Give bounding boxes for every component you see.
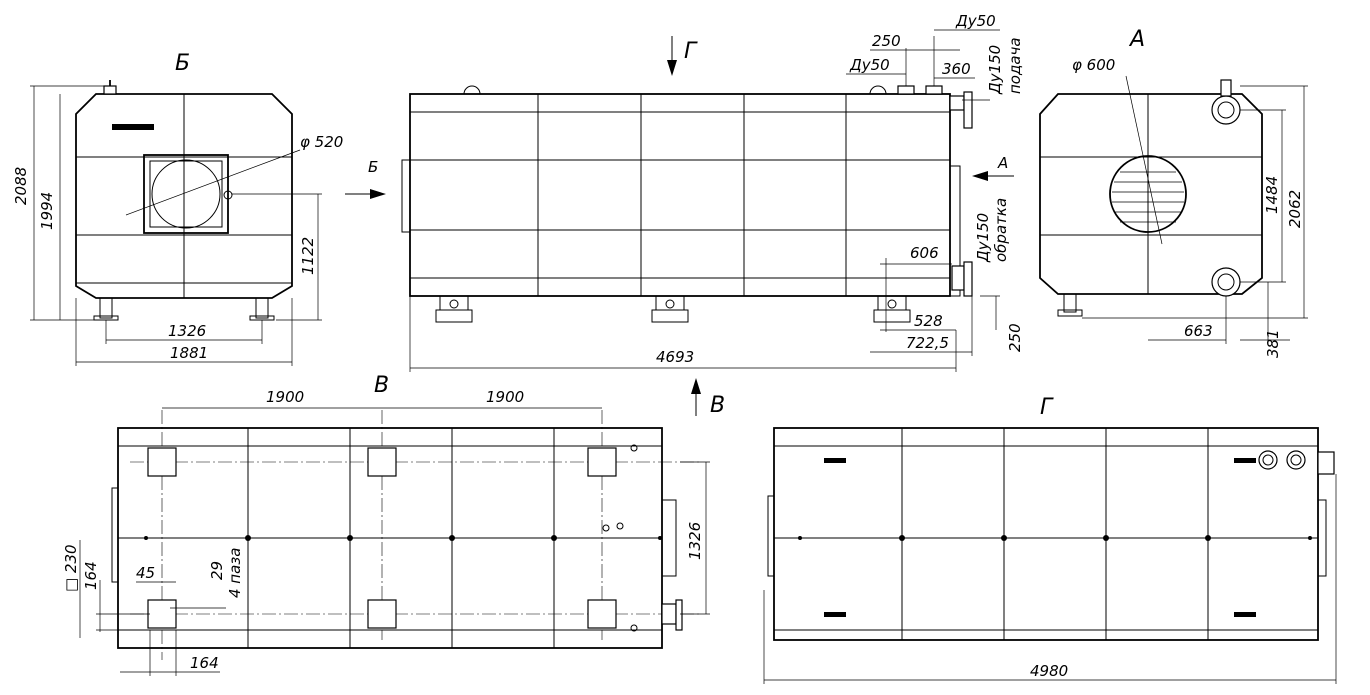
furnace-door — [1109, 155, 1187, 233]
dim-h381: 381 — [1264, 329, 1282, 358]
dim-h250: 250 — [1006, 323, 1024, 352]
label-grooves: 4 паза — [226, 548, 244, 598]
dim-w4693: 4693 — [656, 348, 694, 366]
burner-flange — [143, 154, 229, 234]
boiler-body — [409, 93, 951, 297]
view-a: А φ 600 1484 2062 — [1039, 27, 1308, 358]
dim-du50-top: Ду50 — [955, 12, 996, 30]
dim-w1881: 1881 — [170, 344, 208, 362]
dim-d7225: 722,5 — [906, 334, 949, 352]
dim-164v: 164 — [82, 561, 100, 590]
view-v: В — [62, 373, 710, 676]
label-supply: подача — [1006, 37, 1024, 94]
view-b-label: Б — [175, 51, 190, 76]
dim-d29: 29 — [208, 561, 226, 580]
brand-plate — [112, 124, 154, 130]
brand-text: ROSSEN — [123, 125, 144, 131]
label-du150-supply: Ду150 — [986, 45, 1004, 95]
dim-d360: 360 — [942, 60, 971, 78]
label-return: обратка — [992, 198, 1010, 262]
dim-164h: 164 — [190, 654, 219, 672]
marker-b: Б — [368, 158, 378, 176]
dim-h2088: 2088 — [12, 167, 30, 205]
dim-w1326: 1326 — [168, 322, 206, 340]
dim-d606: 606 — [910, 244, 939, 262]
dim-d520: φ 520 — [300, 133, 343, 151]
dim-d663: 663 — [1184, 322, 1213, 340]
view-b: Б ROSSEN φ 520 2088 1994 1122 — [12, 51, 343, 366]
dim-1326v: 1326 — [686, 522, 704, 560]
dim-1900b: 1900 — [486, 388, 524, 406]
dim-d45: 45 — [136, 564, 155, 582]
dim-sq230: □ 230 — [62, 544, 80, 592]
view-v-label: В — [374, 373, 389, 398]
marker-v: В — [710, 393, 725, 418]
side-view: Г Б А — [345, 12, 1024, 418]
label-du150-return: Ду150 — [974, 213, 992, 263]
marker-g: Г — [684, 39, 698, 64]
dim-w4980: 4980 — [1030, 662, 1068, 680]
view-g-label: Г — [1040, 395, 1054, 420]
burner-opening — [151, 159, 221, 229]
dim-h2062: 2062 — [1286, 190, 1304, 228]
dim-h1484: 1484 — [1263, 176, 1281, 214]
dim-1900a: 1900 — [266, 388, 304, 406]
view-g: Г 4980 — [763, 395, 1337, 684]
dim-h1122: 1122 — [299, 237, 317, 275]
marker-a: А — [997, 154, 1008, 172]
dim-du50-left: Ду50 — [849, 56, 890, 74]
dim-d528: 528 — [914, 312, 943, 330]
dim-d600: φ 600 — [1072, 56, 1115, 74]
dim-h1994: 1994 — [38, 192, 56, 230]
view-a-label: А — [1128, 27, 1145, 52]
dim-d250: 250 — [872, 32, 901, 50]
